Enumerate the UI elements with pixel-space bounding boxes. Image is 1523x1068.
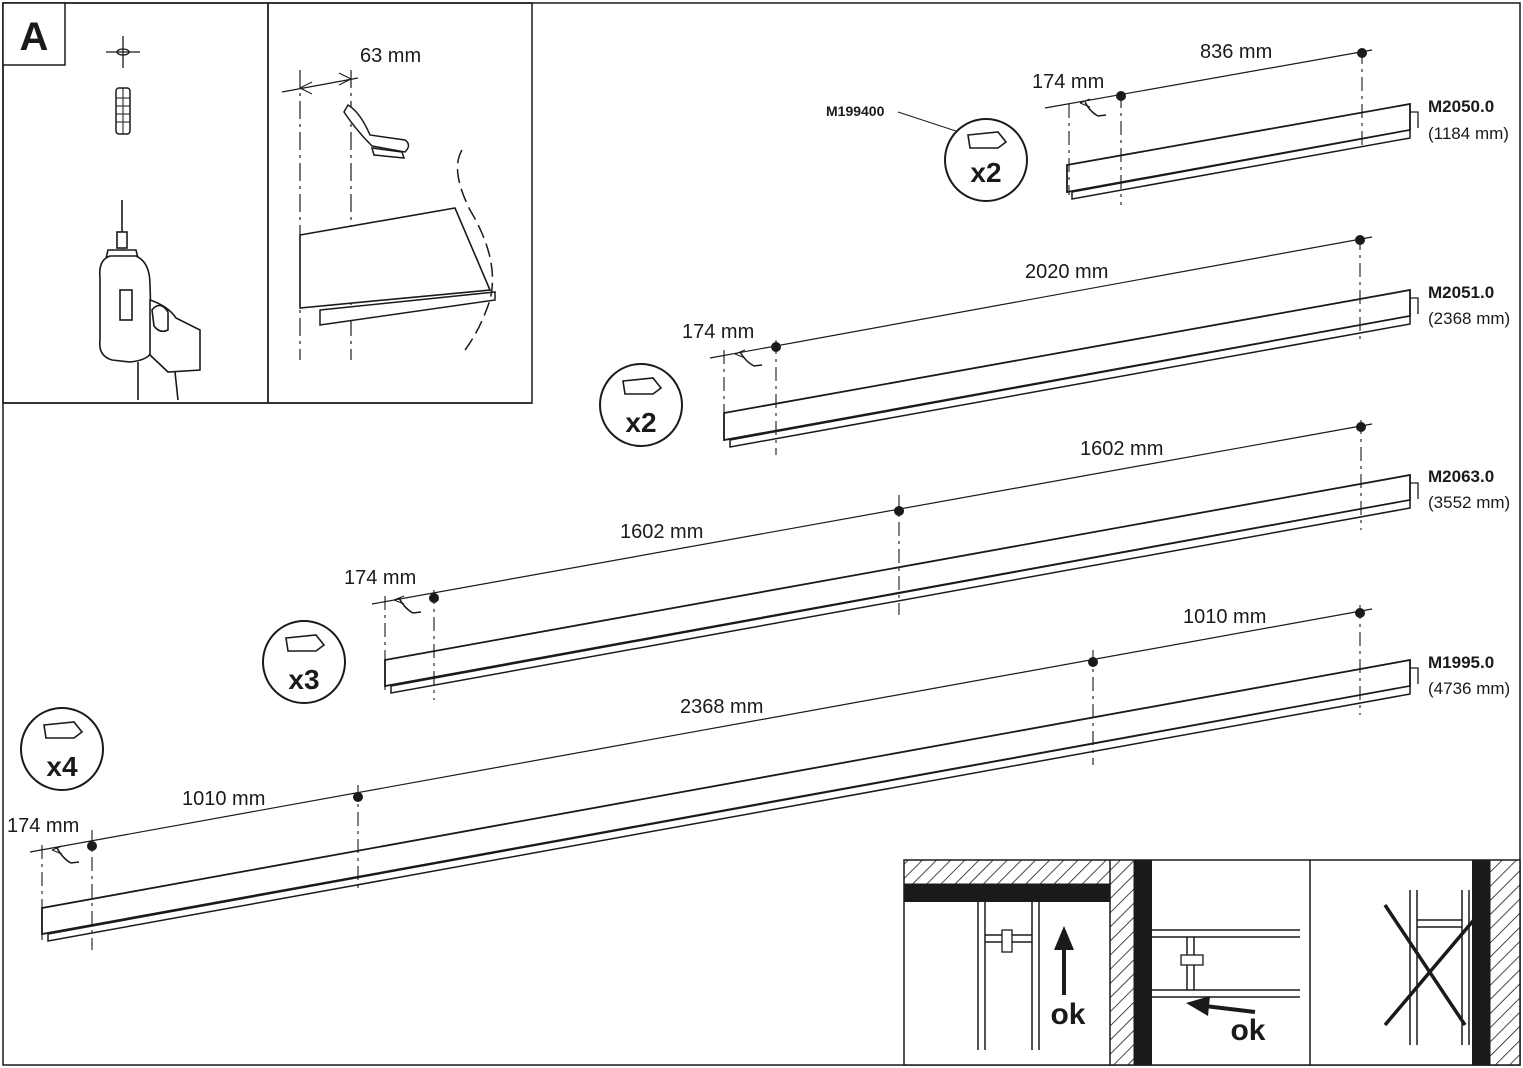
rail-code: M2050.0 (1428, 97, 1494, 116)
drill-icon (98, 200, 201, 401)
start-offset-label: 174 mm (344, 567, 416, 589)
drill-panel: A (2, 2, 269, 404)
ok-label: ok (1050, 998, 1085, 1031)
bracket-icon (43, 721, 84, 739)
drill-point (1355, 235, 1365, 245)
bracket-count-badge: x3 (262, 620, 346, 704)
rail-length: (3552 mm) (1428, 493, 1510, 512)
arrow-left-icon (1186, 996, 1256, 1016)
bracket-offset-panel: 63 mm (267, 2, 533, 404)
wall-mount-ok: ok (1109, 859, 1300, 1066)
rail-code: M2063.0 (1428, 467, 1494, 486)
rail-length: (4736 mm) (1428, 679, 1510, 698)
bracket-icon (967, 131, 1008, 149)
drill-point (1116, 91, 1126, 101)
span-label: 2020 mm (1025, 261, 1108, 283)
drill-point (87, 841, 97, 851)
span-label: 1602 mm (1080, 438, 1163, 460)
drill-point (429, 593, 439, 603)
bracket-icon (343, 103, 410, 159)
crosshair-icon (106, 36, 140, 68)
drill-point (353, 792, 363, 802)
rail-code: M2051.0 (1428, 283, 1494, 302)
arrow-up-icon (1054, 926, 1074, 995)
step-box (2, 2, 66, 66)
span-label: 1602 mm (620, 521, 703, 543)
wall-mount-wrong (1383, 859, 1521, 1066)
ceiling-mount-ok: ok (903, 859, 1111, 1050)
svg-text:x3: x3 (288, 664, 319, 695)
svg-text:x4: x4 (46, 751, 78, 782)
drill-point (894, 506, 904, 516)
span-label: 1010 mm (182, 788, 265, 810)
span-label: 1010 mm (1183, 606, 1266, 628)
drill-point (1356, 422, 1366, 432)
rail-length: (1184 mm) (1428, 124, 1509, 143)
cross-icon (1383, 904, 1480, 1027)
bracket-icon (622, 377, 663, 395)
rail-length: (2368 mm) (1428, 309, 1510, 328)
screw-anchor-icon (115, 87, 131, 135)
orientation-panels: ok ok (903, 859, 1521, 1066)
ok-label: ok (1230, 1014, 1265, 1047)
rail-code: M1995.0 (1428, 653, 1494, 672)
rail-m2051: 174 mm 2020 mm M2051.0 (2368 mm) (682, 235, 1510, 455)
offset-label: 63 mm (360, 45, 421, 67)
bracket-icon (285, 634, 326, 652)
bracket-count-badge: x4 (20, 707, 104, 791)
bracket-count-badge: x2 (944, 118, 1028, 202)
start-offset-label: 174 mm (682, 321, 754, 343)
start-offset-label: 174 mm (7, 815, 79, 837)
drill-point (1355, 608, 1365, 618)
drill-point (1357, 48, 1367, 58)
step-letter: A (20, 15, 49, 59)
start-offset-label: 174 mm (1032, 71, 1104, 93)
rail-m1995: 174 mm 1010 mm 2368 mm 1010 mm M1995.0 (… (7, 605, 1510, 950)
span-label: 836 mm (1200, 41, 1272, 63)
rail-m2050: 174 mm 836 mm M2050.0 (1184 mm) (1032, 41, 1509, 205)
bracket-count-badge: x2 (599, 363, 683, 447)
svg-text:x2: x2 (625, 407, 656, 438)
span-label: 2368 mm (680, 696, 763, 718)
svg-text:x2: x2 (970, 157, 1001, 188)
drill-point (771, 342, 781, 352)
rail-m2063: 174 mm 1602 mm 1602 mm M2063.0 (3552 mm) (344, 420, 1510, 700)
drill-point (1088, 657, 1098, 667)
bracket-part-number: M199400 (826, 103, 885, 119)
